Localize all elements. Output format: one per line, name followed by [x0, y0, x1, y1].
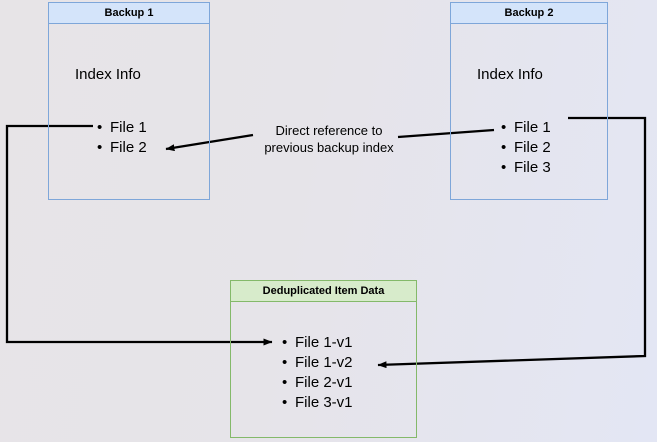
list-item: File 3-v1	[282, 393, 352, 413]
direct-reference-caption-line-2: previous backup index	[264, 140, 394, 155]
list-item: File 2	[501, 138, 551, 158]
backup-1-index-info-label: Index Info	[75, 66, 141, 83]
deduplicated-item-data-box[interactable]: Deduplicated Item Data File 1-v1 File 1-…	[230, 280, 417, 438]
backup-1-header: Backup 1	[49, 3, 209, 24]
backup-2-body: Index Info File 1 File 2 File 3	[451, 24, 607, 199]
direct-reference-caption: Direct reference to previous backup inde…	[249, 122, 409, 156]
direct-reference-caption-line-1: Direct reference to	[275, 123, 383, 138]
deduplicated-file-list: File 1-v1 File 1-v2 File 2-v1 File 3-v1	[278, 333, 352, 413]
backup-1-body: Index Info File 1 File 2	[49, 24, 209, 199]
backup-2-box[interactable]: Backup 2 Index Info File 1 File 2 File 3	[450, 2, 608, 200]
backup-1-box[interactable]: Backup 1 Index Info File 1 File 2	[48, 2, 210, 200]
deduplicated-item-data-header: Deduplicated Item Data	[231, 281, 416, 302]
list-item: File 2	[97, 138, 147, 158]
backup-2-header: Backup 2	[451, 3, 607, 24]
list-item: File 1	[501, 118, 551, 138]
list-item: File 1-v1	[282, 333, 352, 353]
backup-2-file-list: File 1 File 2 File 3	[497, 118, 551, 178]
list-item: File 1-v2	[282, 353, 352, 373]
list-item: File 2-v1	[282, 373, 352, 393]
backup-1-file-list: File 1 File 2	[93, 118, 147, 158]
deduplicated-item-data-body: File 1-v1 File 1-v2 File 2-v1 File 3-v1	[231, 302, 416, 437]
backup-2-index-info-label: Index Info	[477, 66, 543, 83]
list-item: File 1	[97, 118, 147, 138]
list-item: File 3	[501, 158, 551, 178]
